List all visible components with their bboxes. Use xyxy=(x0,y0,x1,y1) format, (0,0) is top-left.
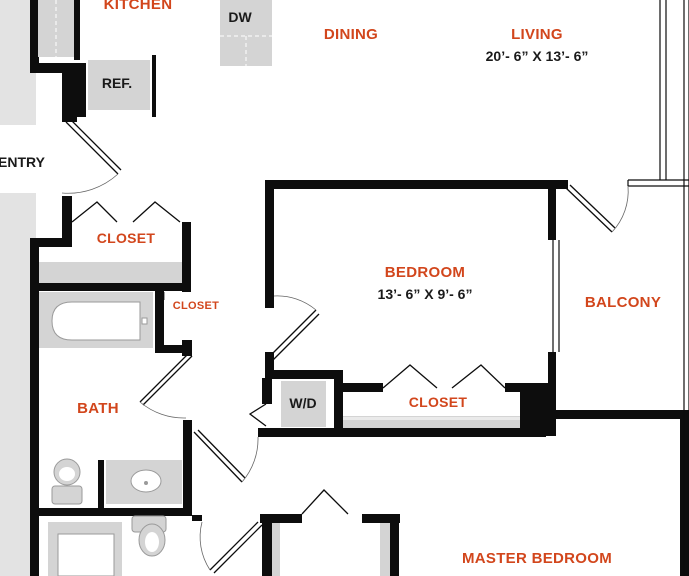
dishwasher-label: DW xyxy=(228,9,252,25)
balcony-label: BALCONY xyxy=(585,294,661,311)
entry-closet-label: CLOSET xyxy=(97,230,156,246)
bedroom-closet-label: CLOSET xyxy=(409,394,468,410)
toilet-lower xyxy=(131,515,167,557)
bathtub-drain xyxy=(141,317,148,325)
bedroom-dimensions: 13’- 6” X 9’- 6” xyxy=(378,286,473,302)
windows xyxy=(552,0,689,576)
entry-closet-shelf xyxy=(39,262,182,283)
washer-dryer xyxy=(281,381,326,427)
refrigerator xyxy=(88,60,150,110)
kitchen-label: KITCHEN xyxy=(104,0,173,13)
refrigerator-label: REF. xyxy=(102,75,132,91)
bathtub-basin xyxy=(51,301,141,341)
toilet xyxy=(51,458,83,505)
washer-dryer-label: W/D xyxy=(289,395,316,411)
bedroom-closet-rod xyxy=(343,417,520,420)
walls xyxy=(30,0,689,576)
doors xyxy=(61,118,629,574)
dining-label: DINING xyxy=(324,26,378,43)
master-bedroom-label: MASTER BEDROOM xyxy=(462,550,612,567)
master-closet-left xyxy=(272,523,280,576)
entry-opening xyxy=(0,125,62,193)
lower-tub-basin xyxy=(57,533,115,576)
entry-label: ENTRY xyxy=(0,154,46,170)
bath-label: BATH xyxy=(77,400,119,417)
bath-closet-label: CLOSET xyxy=(173,300,219,312)
vanity-drain xyxy=(144,481,148,485)
bedroom-label: BEDROOM xyxy=(385,264,465,281)
living-dimensions: 20’- 6” X 13’- 6” xyxy=(486,48,589,64)
master-closet-right xyxy=(380,523,390,576)
living-label: LIVING xyxy=(511,26,563,43)
dishwasher-island xyxy=(220,0,272,66)
